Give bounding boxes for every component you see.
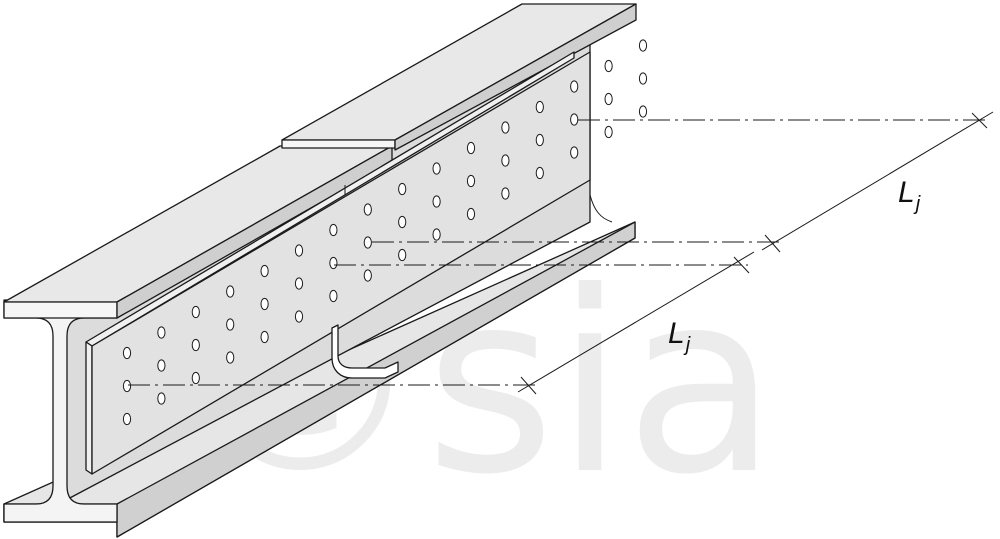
dimension-tick	[733, 256, 750, 274]
bolt-hole	[398, 182, 407, 196]
bolt-hole	[604, 125, 613, 139]
bolt-hole	[638, 72, 648, 85]
bolt-hole	[226, 318, 235, 331]
bolt-hole	[432, 228, 441, 241]
bolt-hole	[122, 346, 132, 360]
bolt-hole	[191, 338, 200, 352]
bolt-hole	[604, 92, 613, 106]
bolt-hole	[157, 326, 166, 339]
bolt-hole	[398, 248, 407, 262]
bolt-hole	[363, 236, 372, 249]
bolt-hole	[501, 154, 510, 167]
bolt-hole	[466, 141, 476, 155]
bolt-hole	[432, 162, 441, 175]
dimension-line-upper	[761, 111, 994, 251]
bolt-hole	[157, 359, 166, 372]
bolt-hole	[226, 351, 235, 364]
splice-plate	[85, 51, 591, 475]
bolt-hole	[638, 39, 648, 52]
bolt-hole	[226, 285, 235, 298]
bolt-holes	[122, 39, 648, 426]
dimension-label-upper: Lj	[898, 176, 921, 215]
bolt-hole	[294, 310, 304, 323]
dimension-tick	[520, 376, 537, 395]
web-joint	[331, 185, 399, 379]
bolt-hole	[260, 264, 269, 278]
bolt-hole	[501, 121, 510, 134]
bolt-hole	[570, 113, 579, 126]
bolt-hole	[432, 195, 441, 208]
dimension-line-lower	[517, 251, 755, 393]
bolt-hole	[157, 392, 166, 405]
bolt-hole	[329, 289, 338, 303]
bolt-hole	[260, 330, 269, 344]
bolt-hole	[535, 166, 544, 180]
dimension-tick	[764, 234, 781, 253]
bolt-hole	[501, 187, 510, 200]
beam-end-section	[3, 299, 118, 523]
bolt-hole	[260, 297, 269, 311]
bolt-hole	[466, 207, 476, 221]
bolt-hole	[294, 277, 304, 290]
bolt-hole	[363, 203, 372, 216]
bolt-hole	[329, 256, 338, 270]
bolt-hole	[535, 133, 544, 147]
bolt-hole	[294, 244, 304, 257]
bolt-hole	[122, 379, 132, 393]
bolt-hole	[398, 215, 407, 229]
dimension-tick	[971, 112, 988, 129]
bolt-hole	[570, 80, 579, 93]
bolt-hole	[535, 100, 544, 114]
bolt-hole	[363, 269, 372, 282]
bolt-hole	[122, 412, 132, 426]
bolt-hole	[466, 174, 476, 188]
bolt-hole	[191, 371, 200, 385]
bolt-hole	[570, 146, 579, 159]
bolt-hole	[604, 59, 613, 73]
bolt-hole	[191, 305, 200, 319]
bolt-hole	[638, 105, 648, 118]
dimension-label-lower: Lj	[668, 317, 691, 356]
top-flange-right	[281, 3, 637, 151]
dimension-lines	[128, 111, 994, 395]
bolt-hole	[329, 223, 338, 237]
